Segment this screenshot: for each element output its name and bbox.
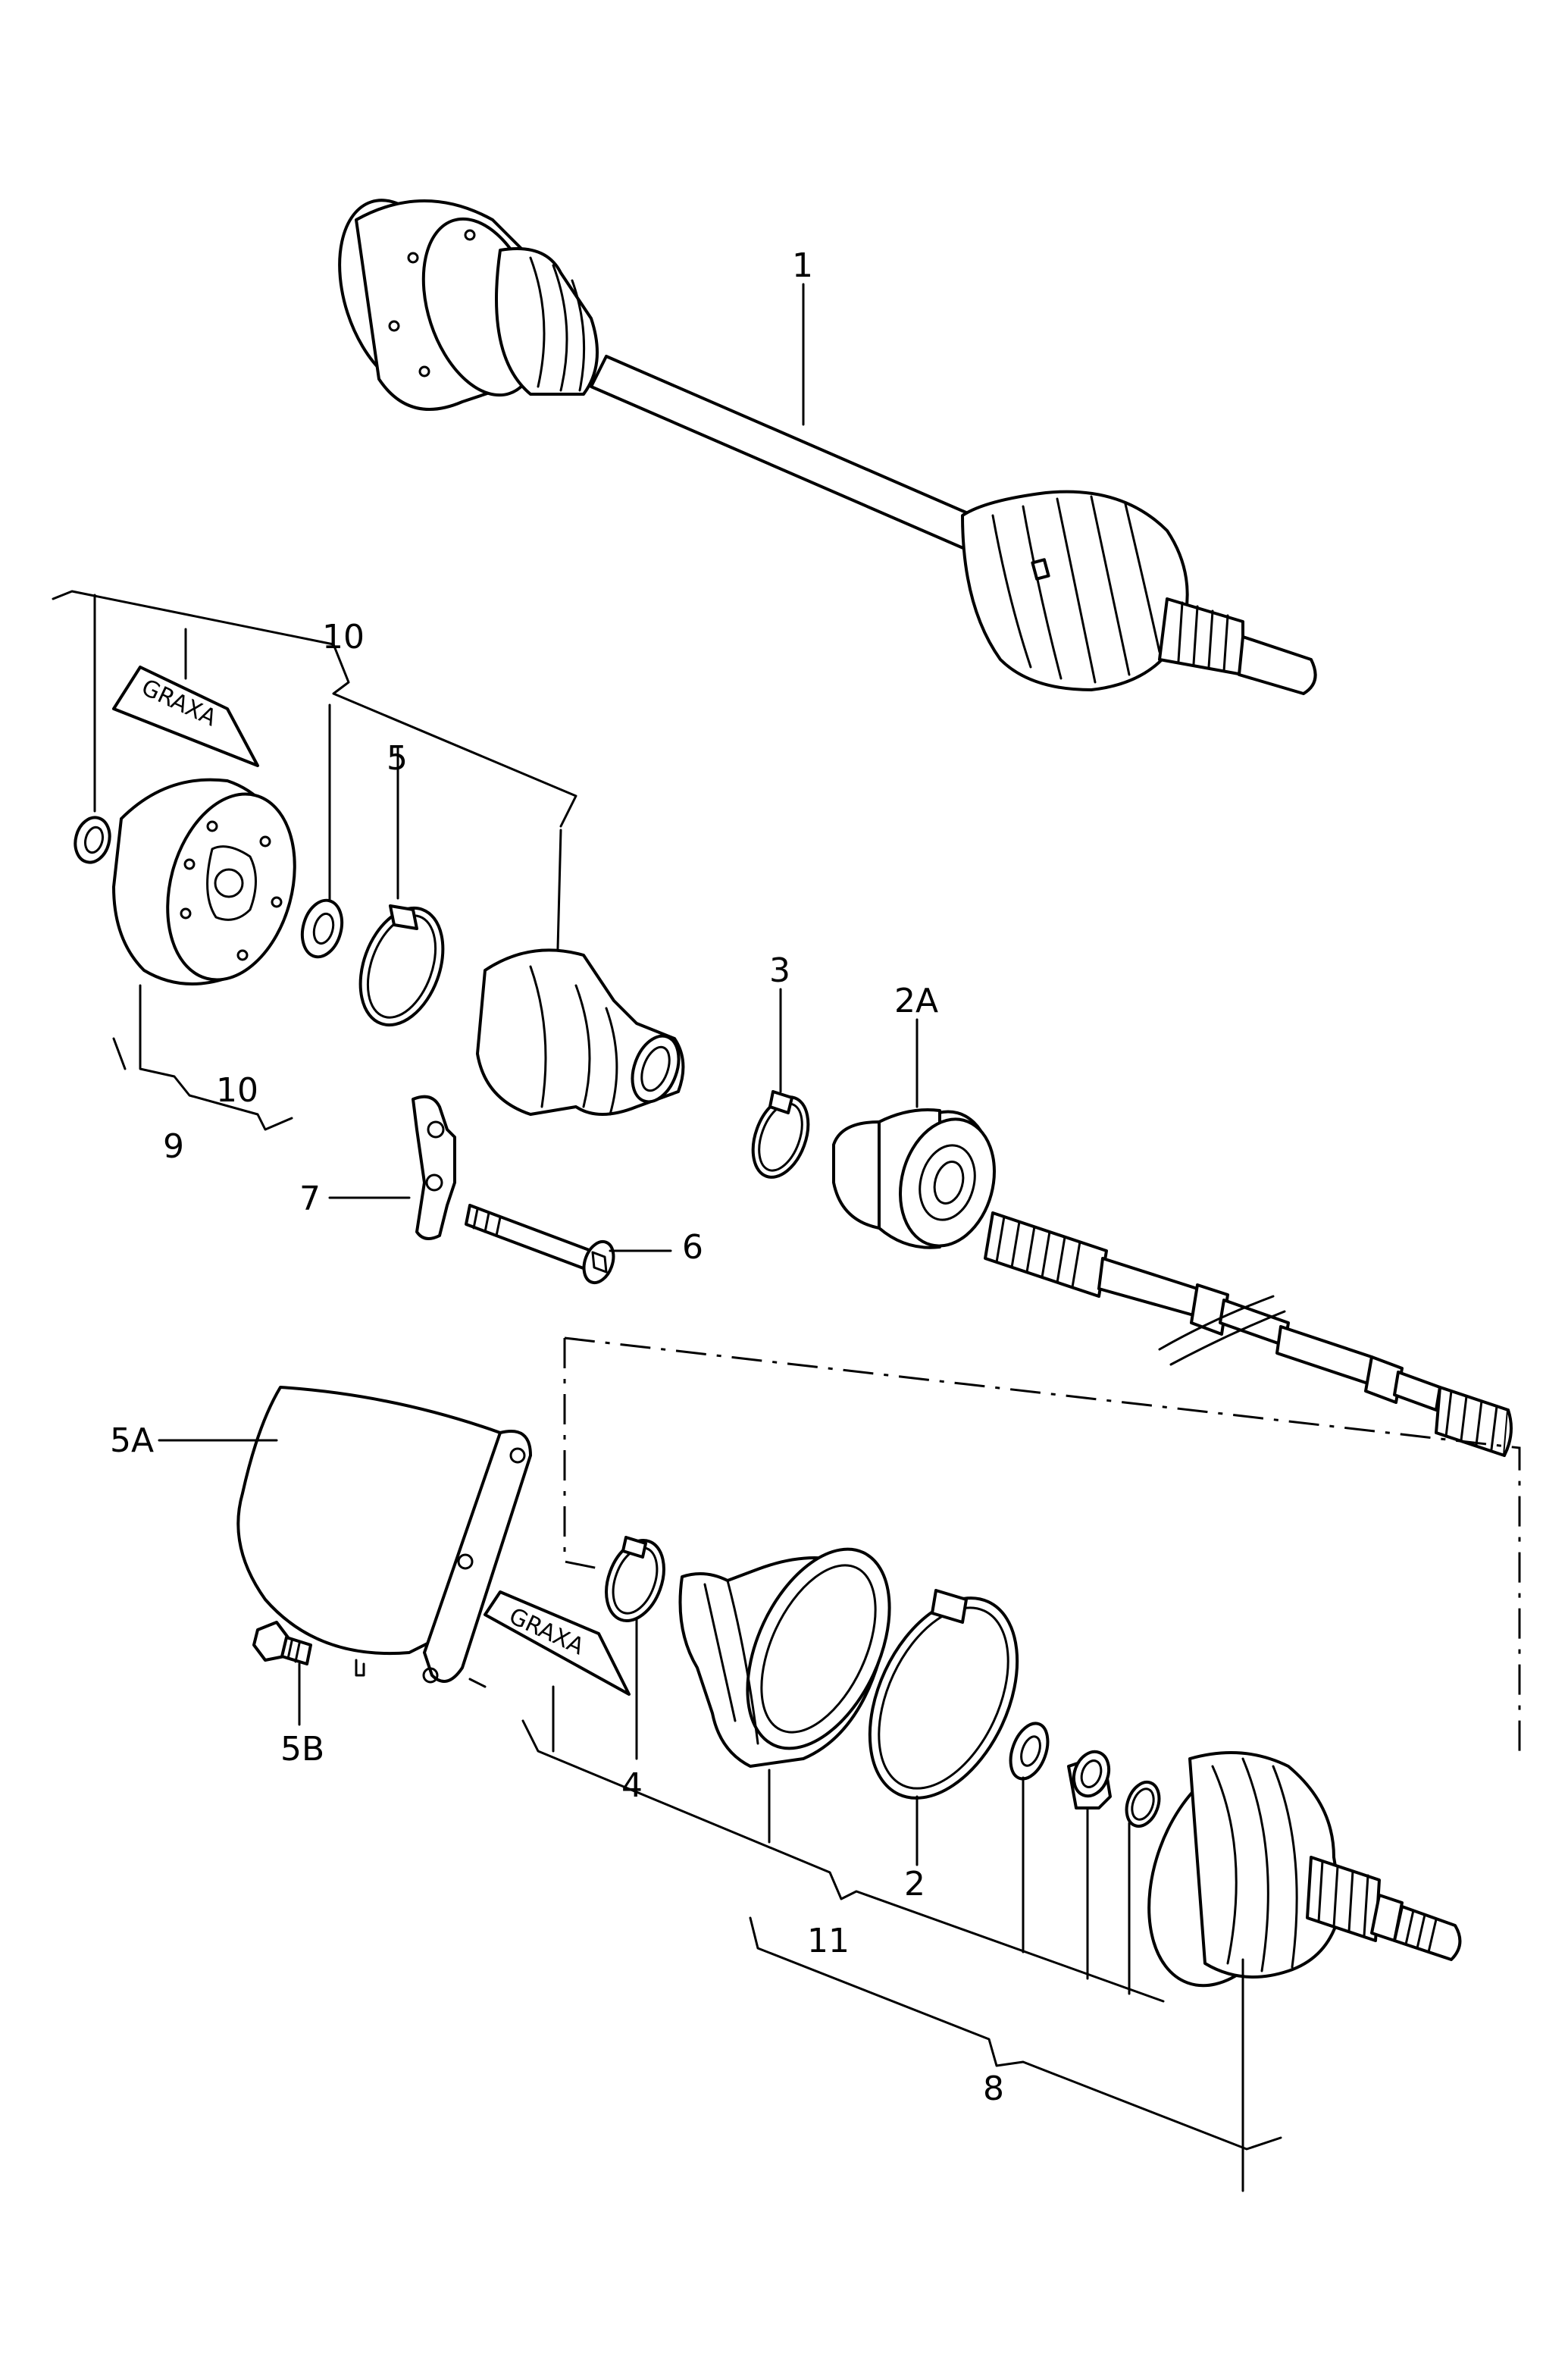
callout-2a: 2A bbox=[894, 982, 938, 1020]
callout-2: 2 bbox=[904, 1865, 925, 1903]
hose-clamp-5 bbox=[358, 904, 445, 1027]
axle-shaft bbox=[984, 1211, 1513, 1457]
callout-leaders bbox=[158, 283, 919, 1726]
washer-10 bbox=[300, 898, 344, 959]
circlip-3 bbox=[751, 1090, 810, 1179]
outer-boot bbox=[678, 1547, 891, 1768]
callout-5b: 5B bbox=[280, 1730, 324, 1769]
callout-10-top: 10 bbox=[322, 618, 365, 656]
thrust-ring bbox=[1067, 1750, 1112, 1809]
callout-7: 7 bbox=[299, 1180, 321, 1218]
joint-inner-race-2a bbox=[832, 1108, 996, 1249]
small-circlip bbox=[1125, 1780, 1161, 1828]
inner-boot bbox=[476, 948, 685, 1116]
outer-joint-group: GRAXA bbox=[484, 1536, 1462, 2192]
callout-1: 1 bbox=[792, 246, 813, 285]
callout-4: 4 bbox=[621, 1766, 643, 1805]
cv-joint-9 bbox=[112, 778, 296, 985]
callout-11: 11 bbox=[807, 1922, 850, 1960]
callout-labels: 1 10 5 3 2A 10 9 7 6 5A 5B 4 2 11 8 bbox=[110, 246, 1004, 2108]
callout-6: 6 bbox=[682, 1228, 703, 1267]
retaining-washer-left bbox=[74, 816, 111, 864]
heat-shield-5a bbox=[236, 1386, 532, 1688]
hex-bolt-5b bbox=[252, 1621, 312, 1665]
inner-joint-group: GRAXA bbox=[52, 590, 685, 1131]
locking-plate-7 bbox=[412, 1095, 456, 1240]
circlip-4 bbox=[605, 1536, 665, 1623]
outer-cv-joint bbox=[1147, 1751, 1462, 1988]
callout-10-bottom: 10 bbox=[216, 1071, 258, 1110]
callout-3: 3 bbox=[769, 951, 790, 990]
hose-clamp-2 bbox=[868, 1589, 1019, 1800]
callout-5: 5 bbox=[387, 739, 408, 778]
callout-5a: 5A bbox=[110, 1421, 154, 1460]
assembly-frame bbox=[563, 1336, 1521, 1751]
callout-8: 8 bbox=[983, 2070, 1004, 2108]
dished-washer bbox=[1009, 1722, 1050, 1781]
callout-9: 9 bbox=[163, 1127, 184, 1166]
part-1-drive-shaft bbox=[338, 199, 1317, 695]
hex-bolt-6 bbox=[465, 1204, 615, 1285]
grease-packet-top: GRAXA bbox=[112, 666, 259, 767]
